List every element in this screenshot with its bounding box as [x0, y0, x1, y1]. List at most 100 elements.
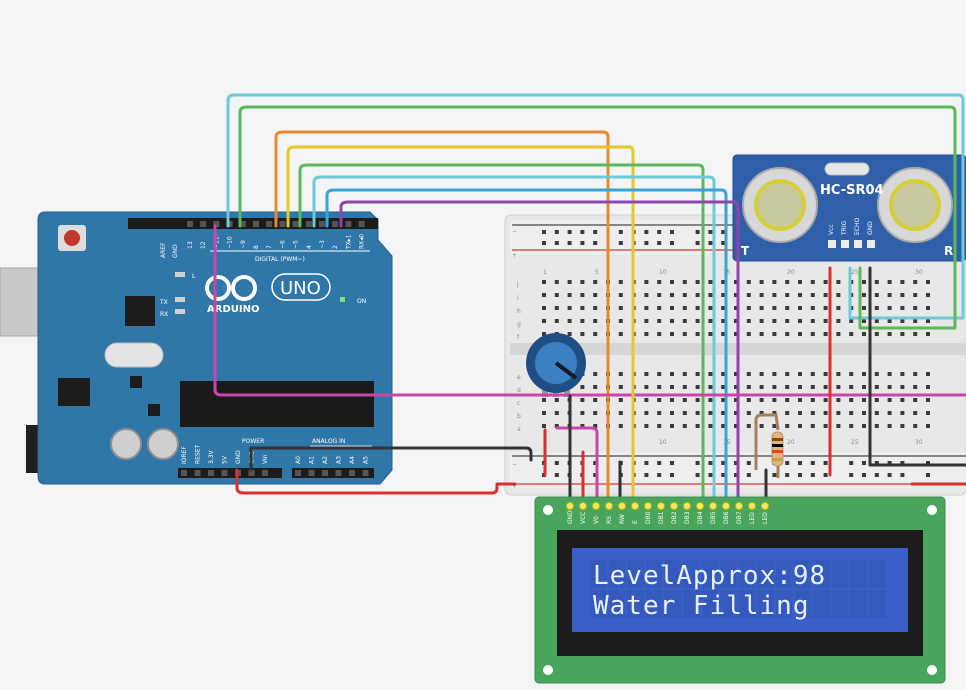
breadboard-hole[interactable]	[746, 424, 751, 428]
breadboard-hole[interactable]	[823, 293, 828, 297]
breadboard-hole[interactable]	[618, 385, 623, 389]
breadboard-hole[interactable]	[644, 280, 649, 284]
breadboard-hole[interactable]	[734, 293, 738, 297]
rail-hole[interactable]	[644, 473, 649, 477]
breadboard-hole[interactable]	[682, 293, 687, 297]
breadboard-hole[interactable]	[772, 411, 777, 415]
rail-hole[interactable]	[708, 461, 713, 465]
rail-hole[interactable]	[798, 473, 802, 477]
breadboard-hole[interactable]	[708, 411, 713, 415]
breadboard-hole[interactable]	[926, 424, 930, 428]
breadboard-hole[interactable]	[695, 424, 700, 428]
breadboard-hole[interactable]	[618, 372, 623, 376]
breadboard-hole[interactable]	[734, 306, 738, 310]
breadboard-hole[interactable]	[542, 280, 546, 284]
power-pin-pad[interactable]	[248, 470, 255, 476]
breadboard-hole[interactable]	[913, 280, 918, 284]
rail-hole[interactable]	[567, 241, 572, 245]
breadboard-hole[interactable]	[785, 332, 790, 336]
breadboard-hole[interactable]	[593, 372, 598, 376]
breadboard-hole[interactable]	[823, 411, 828, 415]
breadboard-hole[interactable]	[772, 306, 777, 310]
potentiometer[interactable]	[526, 333, 586, 397]
rail-hole[interactable]	[874, 473, 879, 477]
breadboard-hole[interactable]	[567, 319, 572, 323]
breadboard-hole[interactable]	[618, 306, 623, 310]
breadboard-hole[interactable]	[657, 411, 662, 415]
breadboard-hole[interactable]	[874, 424, 879, 428]
breadboard-hole[interactable]	[836, 332, 841, 336]
breadboard-hole[interactable]	[734, 319, 738, 323]
rail-hole[interactable]	[554, 230, 559, 234]
breadboard-hole[interactable]	[785, 280, 790, 284]
breadboard-hole[interactable]	[695, 280, 700, 284]
breadboard-hole[interactable]	[772, 385, 777, 389]
breadboard-hole[interactable]	[926, 332, 930, 336]
breadboard-hole[interactable]	[593, 398, 598, 402]
rail-hole[interactable]	[593, 461, 598, 465]
breadboard-hole[interactable]	[695, 319, 700, 323]
rail-hole[interactable]	[785, 461, 790, 465]
breadboard-hole[interactable]	[580, 332, 585, 336]
breadboard-hole[interactable]	[836, 398, 841, 402]
breadboard-hole[interactable]	[913, 372, 918, 376]
arduino-uno-board[interactable]: DIGITAL (PWM~) AREF GND L TX RX ARDUINO …	[0, 211, 393, 485]
breadboard-hole[interactable]	[900, 280, 905, 284]
breadboard-hole[interactable]	[746, 280, 751, 284]
breadboard-hole[interactable]	[798, 319, 802, 323]
breadboard-hole[interactable]	[721, 319, 726, 323]
analog-pin-pad[interactable]	[308, 470, 315, 476]
breadboard-hole[interactable]	[593, 385, 598, 389]
breadboard-hole[interactable]	[695, 293, 700, 297]
breadboard-hole[interactable]	[772, 293, 777, 297]
rail-hole[interactable]	[734, 473, 738, 477]
lcd-pin[interactable]	[709, 502, 717, 510]
breadboard-hole[interactable]	[554, 280, 559, 284]
power-pin-pad[interactable]	[262, 470, 268, 476]
breadboard-hole[interactable]	[670, 306, 674, 310]
breadboard-hole[interactable]	[618, 424, 623, 428]
breadboard-hole[interactable]	[798, 332, 802, 336]
rail-hole[interactable]	[542, 230, 546, 234]
breadboard-hole[interactable]	[670, 398, 674, 402]
breadboard-hole[interactable]	[657, 293, 662, 297]
lcd-pin[interactable]	[696, 502, 704, 510]
breadboard-hole[interactable]	[644, 424, 649, 428]
breadboard-hole[interactable]	[887, 411, 892, 415]
breadboard-hole[interactable]	[785, 372, 790, 376]
reset-button[interactable]	[64, 230, 80, 246]
rail-hole[interactable]	[862, 461, 866, 465]
digital-pin-pad[interactable]	[239, 221, 246, 227]
breadboard-hole[interactable]	[618, 280, 623, 284]
lcd-pin[interactable]	[592, 502, 600, 510]
breadboard-hole[interactable]	[862, 280, 866, 284]
breadboard-hole[interactable]	[644, 398, 649, 402]
breadboard-hole[interactable]	[862, 372, 866, 376]
lcd-pin[interactable]	[722, 502, 730, 510]
breadboard-hole[interactable]	[874, 280, 879, 284]
breadboard-hole[interactable]	[887, 332, 892, 336]
breadboard-hole[interactable]	[554, 398, 559, 402]
rail-hole[interactable]	[798, 461, 802, 465]
breadboard-hole[interactable]	[759, 398, 764, 402]
rail-hole[interactable]	[823, 461, 828, 465]
breadboard-hole[interactable]	[644, 293, 649, 297]
breadboard-hole[interactable]	[644, 385, 649, 389]
rail-hole[interactable]	[657, 461, 662, 465]
breadboard-hole[interactable]	[759, 319, 764, 323]
breadboard-hole[interactable]	[657, 398, 662, 402]
breadboard-hole[interactable]	[900, 411, 905, 415]
breadboard-hole[interactable]	[862, 319, 866, 323]
breadboard-hole[interactable]	[913, 332, 918, 336]
rail-hole[interactable]	[542, 241, 546, 245]
breadboard-hole[interactable]	[708, 372, 713, 376]
breadboard-hole[interactable]	[734, 411, 738, 415]
digital-pin-pad[interactable]	[279, 221, 286, 227]
rail-hole[interactable]	[721, 473, 726, 477]
rail-hole[interactable]	[874, 461, 879, 465]
breadboard-hole[interactable]	[593, 293, 598, 297]
breadboard-hole[interactable]	[849, 385, 854, 389]
breadboard-hole[interactable]	[849, 411, 854, 415]
breadboard-hole[interactable]	[746, 398, 751, 402]
breadboard-hole[interactable]	[657, 385, 662, 389]
